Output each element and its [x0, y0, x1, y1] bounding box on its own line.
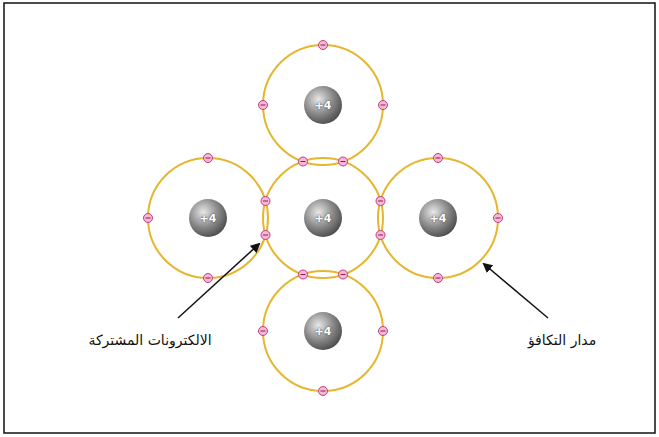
- nucleus-circle: +4: [303, 198, 343, 238]
- nucleus-text-box: +4: [303, 311, 343, 351]
- leader-arrow: [178, 244, 259, 318]
- callout-label: الالكترونات المشتركة: [86, 332, 213, 348]
- frame: [4, 3, 655, 433]
- nucleus-text-box: +4: [418, 198, 458, 238]
- charge-label: +4: [315, 212, 332, 225]
- nucleus-circle: +4: [303, 311, 343, 351]
- nucleus-circle: +4: [418, 198, 458, 238]
- charge-label: +4: [200, 212, 217, 225]
- nucleus-text-box: +4: [303, 85, 343, 125]
- nucleus-circle: +4: [188, 198, 228, 238]
- nucleus-text-box: +4: [303, 198, 343, 238]
- callout-label: مدار التكافؤ: [526, 332, 598, 348]
- nucleus-text-box: +4: [188, 198, 228, 238]
- charge-label: +4: [315, 99, 332, 112]
- leader-arrow: [484, 264, 548, 318]
- charge-label: +4: [430, 212, 447, 225]
- charge-label: +4: [315, 325, 332, 338]
- nucleus-circle: +4: [303, 85, 343, 125]
